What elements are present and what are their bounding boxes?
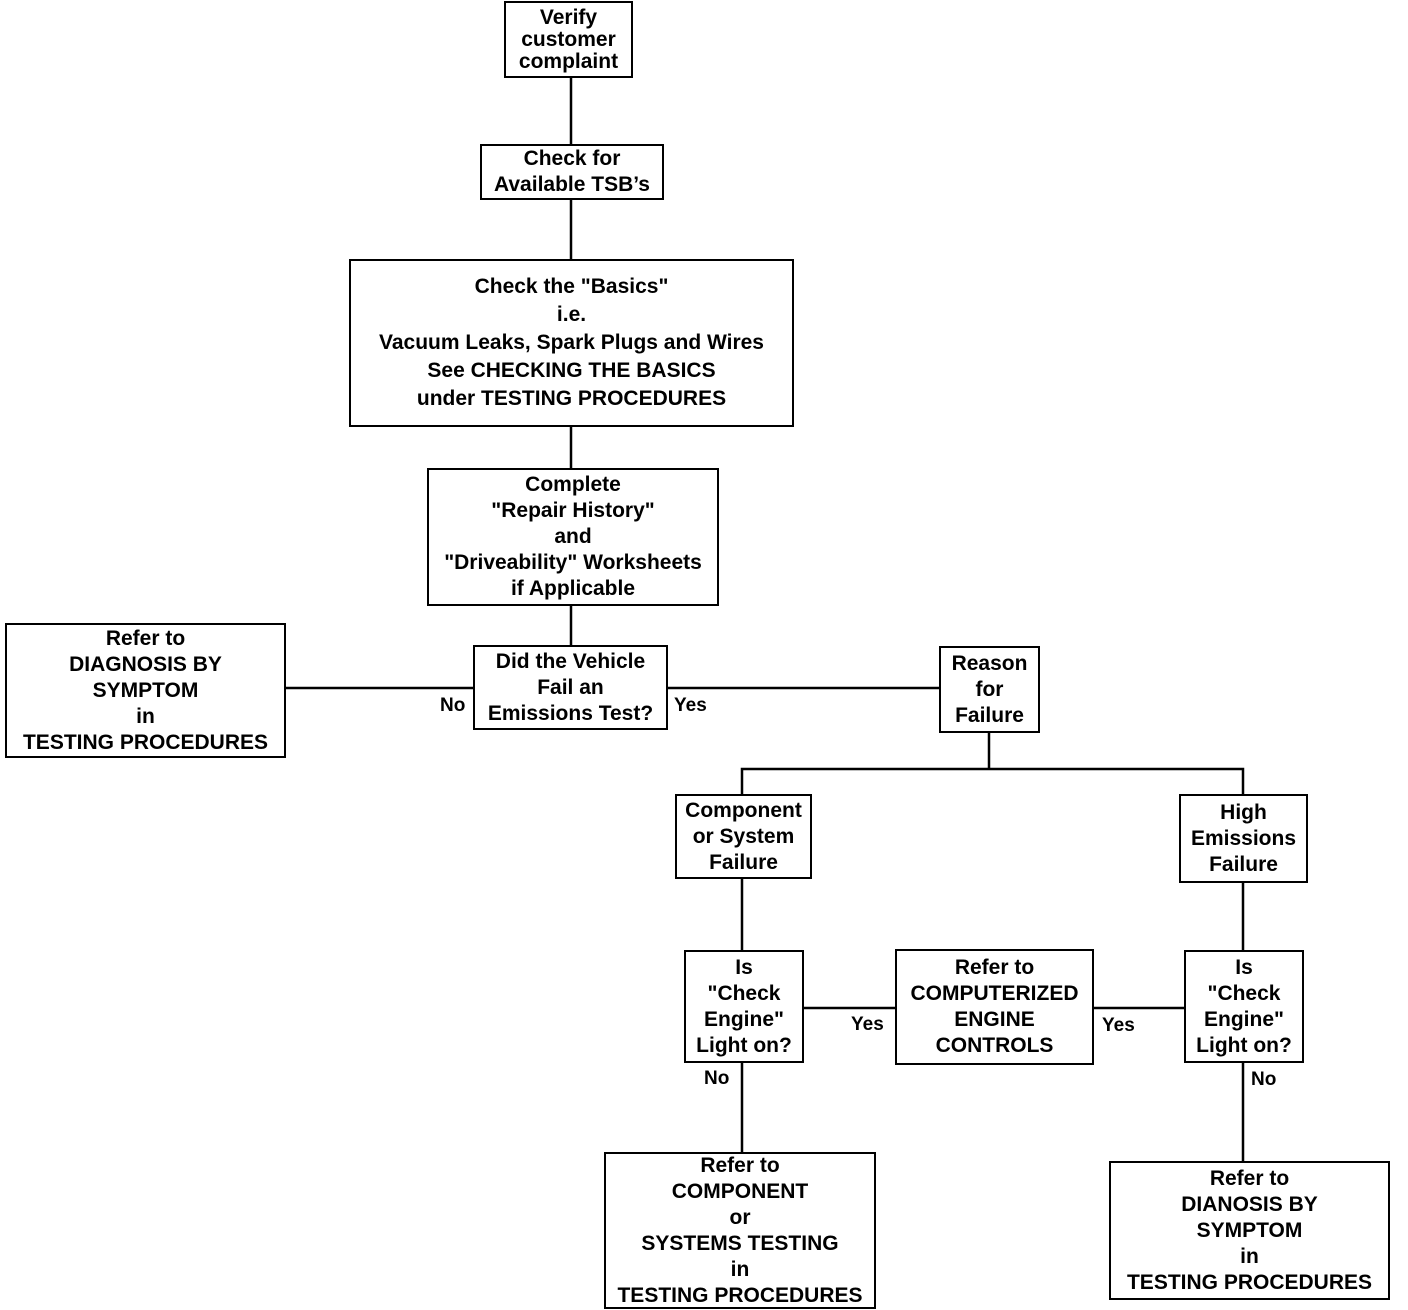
emissions-no-label: No: [440, 695, 466, 716]
high-line-1: High: [1220, 800, 1267, 824]
emissions-line-3: Emissions Test?: [487, 701, 654, 725]
comp-testing-line-6: TESTING PROCEDURES: [617, 1283, 863, 1307]
cel-right-line-3: Engine": [1204, 1007, 1284, 1031]
comp-testing-line-1: Refer to: [700, 1153, 780, 1177]
computerized-line-2: COMPUTERIZED: [910, 982, 1079, 1005]
verify-line-2: customer: [521, 27, 616, 51]
comp-testing-line-2: COMPONENT: [671, 1179, 809, 1203]
tsb-line-1: Check for: [523, 147, 621, 170]
verify-line-3: complaint: [518, 49, 619, 73]
cel-left-line-1: Is: [735, 955, 753, 979]
emissions-line-1: Did the Vehicle: [495, 649, 646, 673]
diag-left-line-5: TESTING PROCEDURES: [22, 730, 269, 754]
diag-left-line-1: Refer to: [105, 626, 186, 650]
cel-left-line-2: "Check: [707, 981, 781, 1005]
diag-left-line-4: in: [136, 704, 155, 728]
cel-right-line-1: Is: [1235, 955, 1253, 979]
computerized-engine-controls-box: Refer to COMPUTERIZED ENGINE CONTROLS: [895, 949, 1094, 1065]
comp-testing-line-5: in: [730, 1257, 750, 1281]
basics-line-3: Vacuum Leaks, Spark Plugs and Wires: [379, 331, 764, 354]
diag-right-line-1: Refer to: [1209, 1166, 1290, 1190]
cel-right-no-label: No: [1251, 1069, 1277, 1090]
component-line-1: Component: [685, 798, 802, 822]
component-line-2: or System: [692, 824, 795, 848]
history-line-3: and: [554, 525, 592, 548]
cel-left-no-label: No: [704, 1068, 730, 1089]
cel-right-line-2: "Check: [1207, 981, 1281, 1005]
emissions-line-2: Fail an: [537, 675, 604, 699]
tsb-line-2: Available TSB’s: [493, 173, 650, 196]
cel-left-yes-label: Yes: [851, 1014, 884, 1035]
comp-testing-line-3: or: [729, 1205, 751, 1229]
diag-right-line-5: TESTING PROCEDURES: [1126, 1270, 1373, 1294]
cel-left-line-3: Engine": [704, 1007, 784, 1031]
high-line-2: Emissions: [1190, 826, 1297, 850]
check-basics-box: Check the "Basics" i.e. Vacuum Leaks, Spar…: [349, 259, 794, 427]
basics-line-1: Check the "Basics": [474, 275, 669, 298]
cel-right-yes-label: Yes: [1102, 1015, 1135, 1036]
diag-left-line-2: DIAGNOSIS BY: [69, 652, 222, 676]
diag-left-line-3: SYMPTOM: [92, 678, 199, 702]
history-line-4: "Driveability" Worksheets: [444, 551, 702, 574]
cel-right-line-4: Light on?: [1196, 1033, 1292, 1057]
computerized-line-3: ENGINE: [954, 1008, 1035, 1031]
history-line-2: "Repair History": [491, 499, 655, 522]
basics-line-4: See CHECKING THE BASICS: [427, 359, 716, 382]
diag-right-line-2: DIANOSIS BY: [1181, 1192, 1318, 1216]
basics-line-5: under TESTING PROCEDURES: [416, 387, 727, 410]
reason-line-2: for: [975, 677, 1004, 701]
reason-line-3: Failure: [955, 703, 1024, 727]
cel-left-line-4: Light on?: [696, 1033, 792, 1057]
history-line-1: Complete: [525, 473, 621, 496]
high-line-3: Failure: [1209, 852, 1278, 876]
connector-reason-split: [740, 767, 1245, 795]
diag-right-line-3: SYMPTOM: [1196, 1218, 1303, 1242]
repair-history-box: Complete "Repair History" and "Driveability…: [427, 468, 719, 606]
history-line-5: if Applicable: [510, 577, 636, 600]
diag-right-line-4: in: [1240, 1244, 1259, 1268]
basics-line-2: i.e.: [556, 303, 587, 326]
computerized-line-1: Refer to: [954, 956, 1035, 979]
computerized-line-4: CONTROLS: [935, 1034, 1054, 1057]
emissions-yes-label: Yes: [674, 695, 707, 716]
verify-line-1: Verify: [539, 5, 598, 29]
reason-line-1: Reason: [951, 651, 1028, 675]
comp-testing-line-4: SYSTEMS TESTING: [641, 1231, 839, 1255]
component-line-3: Failure: [709, 850, 778, 874]
